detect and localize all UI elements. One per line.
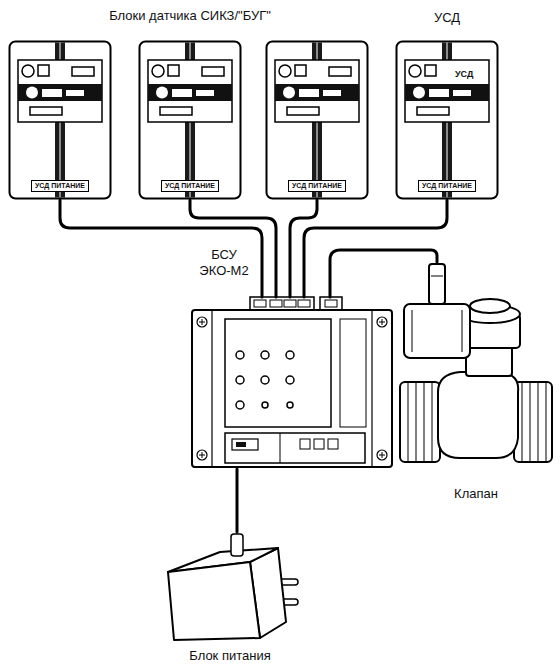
cable xyxy=(304,200,447,297)
panel-label: УСД ПИТАНИЕ xyxy=(288,180,346,192)
text-holder: УСД ПИТАНИЕ xyxy=(265,174,369,192)
valve: Клапан xyxy=(398,262,554,480)
group-heading: Блоки датчика СИКЗ/"БУГ" xyxy=(109,8,271,24)
text-holder: УСД ПИТАНИЕ xyxy=(395,174,499,192)
control-unit xyxy=(192,297,392,467)
text-holder: Блоки датчика СИКЗ/"БУГ" xyxy=(30,6,350,24)
unit-heading: БСУ ЭКО-М2 xyxy=(194,247,254,278)
panel-label: УСД ПИТАНИЕ xyxy=(418,180,476,192)
cable xyxy=(236,469,239,532)
control-unit: БСУ ЭКО-М2 xyxy=(190,297,394,469)
cable xyxy=(190,200,276,297)
text-holder: БСУ ЭКО-М2 xyxy=(194,247,254,278)
sensor-unit xyxy=(140,42,241,199)
text-holder: Клапан xyxy=(368,484,560,502)
cable xyxy=(330,250,437,297)
text-holder: УСД ПИТАНИЕ xyxy=(8,174,112,192)
power-adapter xyxy=(168,534,298,640)
sensor-unit: УСД ПИТАНИЕ xyxy=(8,40,112,200)
sensor-unit: УСДУСДУСД ПИТАНИЕ xyxy=(395,40,499,200)
panel-label: УСД ПИТАНИЕ xyxy=(161,180,219,192)
panel-label: УСД ПИТАНИЕ xyxy=(31,180,89,192)
face-label: УСД xyxy=(455,70,473,80)
unit-heading: УСД xyxy=(434,10,460,26)
sensor-unit: УСД ПИТАНИЕ xyxy=(265,40,369,200)
power-adapter: Блок питания xyxy=(160,532,300,642)
text-holder: УСД ПИТАНИЕ xyxy=(138,174,242,192)
sensor-unit xyxy=(10,42,111,199)
sensor-unit: УСД ПИТАНИЕ xyxy=(138,40,242,200)
sensor-unit xyxy=(397,42,498,199)
text-holder: УСД xyxy=(375,8,519,26)
text-holder: Блок питания xyxy=(130,646,330,664)
cable xyxy=(60,200,262,297)
part-caption: Клапан xyxy=(454,486,498,502)
text-holder: УСД xyxy=(455,63,473,81)
sensor-unit xyxy=(267,42,368,199)
valve-illustration xyxy=(400,264,552,462)
part-caption: Блок питания xyxy=(189,648,270,664)
